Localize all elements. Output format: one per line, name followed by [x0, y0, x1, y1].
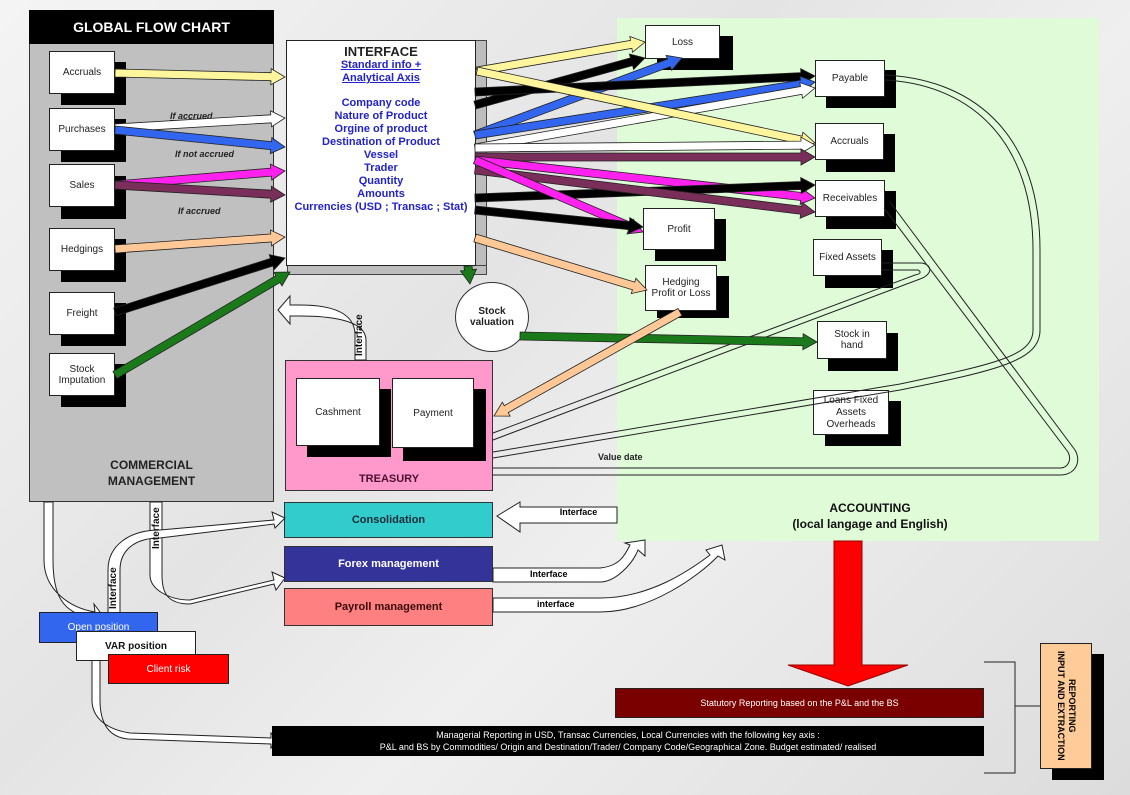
interface-subtitle-2: Analytical Axis: [342, 72, 420, 84]
item-label: Sales: [69, 180, 95, 191]
reporting-side-line1: REPORTING: [1067, 679, 1077, 733]
cashment-label: Cashment: [315, 406, 361, 418]
payroll-interface-label: interface: [537, 599, 575, 609]
treasury-label: TREASURY: [358, 473, 420, 485]
interface-box-bottom: [287, 265, 487, 275]
interface-field: Trader: [364, 162, 398, 174]
client-risk-box[interactable]: Client risk: [108, 654, 229, 684]
account-label: Accruals: [830, 136, 869, 147]
commercial-item-freight[interactable]: Freight: [49, 292, 115, 335]
account-stock-in-hand[interactable]: Stock in hand: [817, 321, 887, 359]
treasury-payment[interactable]: Payment: [392, 378, 474, 448]
interface-subtitle-1: Standard info +: [340, 59, 422, 71]
commercial-item-sales[interactable]: Sales: [49, 164, 115, 207]
commercial-item-stock-imputation[interactable]: Stock Imputation: [49, 353, 115, 396]
account-loss[interactable]: Loss: [645, 25, 720, 59]
forex-label: Forex management: [338, 558, 439, 570]
treasury-cashment[interactable]: Cashment: [296, 378, 380, 446]
commercial-item-hedgings[interactable]: Hedgings: [49, 228, 115, 271]
interface-field: Orgine of product: [334, 123, 428, 135]
account-hedging-pl[interactable]: Hedging Profit or Loss: [645, 265, 717, 311]
accounting-title: ACCOUNTING: [829, 501, 911, 515]
account-label: Loans Fixed Assets Overheads: [823, 394, 879, 430]
commercial-item-accruals[interactable]: Accruals: [49, 51, 115, 94]
consolidation-label: Consolidation: [351, 514, 426, 526]
managerial-reporting-box[interactable]: Managerial Reporting in USD, Transac Cur…: [272, 726, 984, 756]
account-profit[interactable]: Profit: [643, 208, 715, 250]
reporting-side-box[interactable]: REPORTING INPUT AND EXTRACTION: [1040, 643, 1092, 769]
reporting-side-line2: INPUT AND EXTRACTION: [1056, 651, 1066, 761]
interface-field: Amounts: [357, 188, 405, 200]
account-label: Receivables: [822, 193, 878, 204]
annotation-if-accrued-sales: If accrued: [178, 206, 221, 216]
statutory-down-arrow: [787, 540, 909, 687]
forex-interface-arrow: [492, 539, 646, 583]
page-title: GLOBAL FLOW CHART: [73, 19, 230, 35]
statutory-reporting-label: Statutory Reporting based on the P&L and…: [700, 698, 899, 708]
interface-field: Quantity: [358, 175, 404, 187]
treasury-interface-arrow: [277, 294, 367, 361]
consolidation-interface-label: Interface: [559, 507, 598, 517]
reporting-bracket: [984, 661, 1040, 774]
risk-interface-label-2: Interface: [108, 567, 119, 609]
account-label: Fixed Assets: [819, 252, 876, 263]
forex-feed-arrow: [149, 501, 286, 605]
account-accruals[interactable]: Accruals: [815, 123, 884, 160]
stock-valuation-node[interactable]: Stock valuation: [455, 282, 529, 352]
treasury-interface-label: Interface: [354, 314, 365, 356]
item-label: Freight: [66, 308, 98, 319]
interface-field: Destination of Product: [322, 136, 440, 148]
account-fixed-assets[interactable]: Fixed Assets: [813, 239, 882, 276]
consolidation-module[interactable]: Consolidation: [284, 502, 493, 538]
commercial-label-line1: COMMERCIAL: [110, 458, 193, 472]
payroll-interface-arrow: [492, 544, 726, 613]
account-label: Payable: [831, 73, 869, 84]
forex-interface-label: Interface: [530, 569, 568, 579]
forex-module[interactable]: Forex management: [284, 546, 493, 582]
open-position-arrow: [43, 501, 104, 627]
payroll-label: Payroll management: [334, 601, 443, 613]
client-risk-label: Client risk: [146, 663, 191, 675]
interface-title: INTERFACE: [344, 44, 418, 59]
payment-label: Payment: [413, 407, 453, 419]
account-label: Loss: [671, 36, 694, 48]
account-label: Stock in hand: [834, 329, 870, 351]
item-label: Purchases: [58, 124, 106, 135]
statutory-reporting-box[interactable]: Statutory Reporting based on the P&L and…: [615, 688, 984, 718]
stock-valuation-label: Stock valuation: [470, 306, 514, 328]
item-label: Hedgings: [60, 244, 104, 255]
interface-field: Vessel: [363, 149, 399, 161]
account-label: Hedging Profit or Loss: [651, 277, 711, 299]
commercial-label: COMMERCIAL MANAGEMENT: [29, 457, 274, 489]
item-label: Accruals: [62, 67, 102, 78]
managerial-reporting-line2: P&L and BS by Commodities/ Origin and De…: [379, 742, 877, 752]
risk-interface-label-1: Interface: [151, 507, 162, 549]
annotation-if-accrued: If accrued: [170, 111, 213, 121]
account-payable[interactable]: Payable: [815, 60, 885, 97]
reporting-side-label: REPORTING INPUT AND EXTRACTION: [1055, 651, 1077, 761]
commercial-label-line2: MANAGEMENT: [107, 474, 196, 488]
accounting-label: ACCOUNTING (local langage and English): [740, 500, 1000, 532]
interface-box: INTERFACE Standard info + Analytical Axi…: [286, 40, 476, 266]
interface-field: Currencies (USD ; Transac ; Stat): [294, 201, 468, 213]
managerial-reporting-line1: Managerial Reporting in USD, Transac Cur…: [436, 730, 820, 740]
interface-field: Nature of Product: [334, 110, 428, 122]
payroll-module[interactable]: Payroll management: [284, 588, 493, 626]
item-label: Stock Imputation: [58, 363, 106, 386]
interface-field: Company code: [341, 97, 421, 109]
annotation-if-not-accrued: If not accrued: [175, 149, 235, 159]
open-position-label: Open position: [67, 622, 130, 633]
var-position-label: VAR position: [104, 640, 168, 652]
account-label: Profit: [667, 223, 691, 235]
commercial-item-purchases[interactable]: Purchases: [49, 108, 115, 151]
account-loans-fixed-assets-overheads[interactable]: Loans Fixed Assets Overheads: [813, 390, 889, 435]
account-receivables[interactable]: Receivables: [815, 180, 885, 217]
title-bar: GLOBAL FLOW CHART: [29, 10, 274, 44]
value-date-label: Value date: [598, 452, 643, 462]
accounting-subtitle: (local langage and English): [792, 517, 948, 531]
